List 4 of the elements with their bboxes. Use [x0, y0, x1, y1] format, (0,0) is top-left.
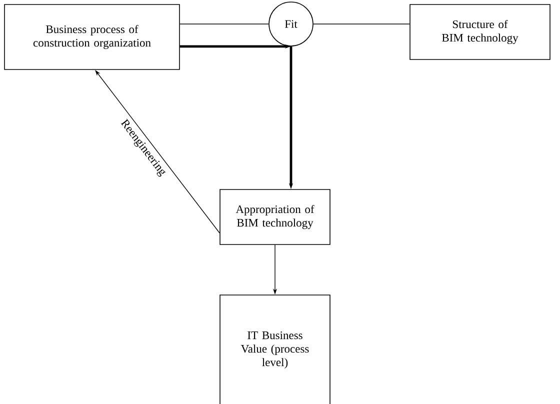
- process-box: IT Business Value (process level): [220, 294, 330, 404]
- process-box: Business process of construction organization: [4, 4, 180, 70]
- process-box: Structure of BIM technology: [410, 4, 550, 60]
- process-box: Appropriation of BIM technology: [220, 189, 330, 245]
